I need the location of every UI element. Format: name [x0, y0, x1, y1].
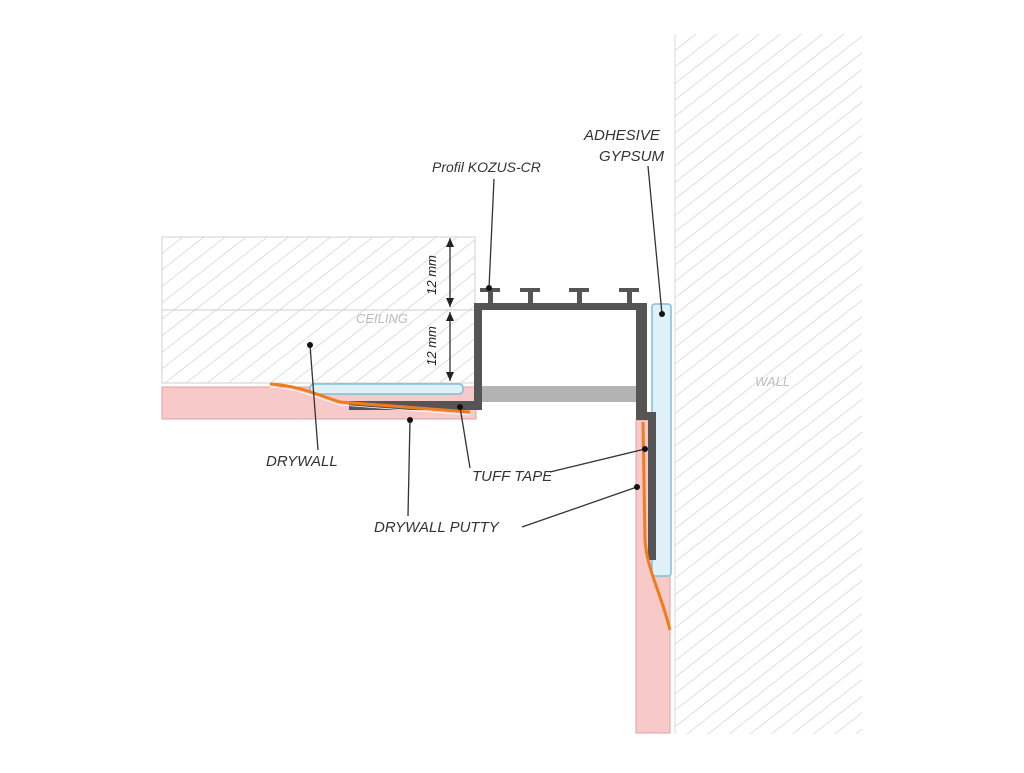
drywall-putty-wall: [641, 421, 672, 631]
drywall-putty-ceiling: [269, 382, 471, 414]
wall-block: [675, 34, 862, 734]
adhesive-gypsum-horizontal: [309, 383, 464, 395]
drywall-putty-label: DRYWALL PUTTY: [374, 519, 500, 536]
ceiling-label: CEILING: [356, 311, 408, 326]
drywall-label: DRYWALL: [266, 453, 338, 470]
dimension-label-lower: 12 mm: [424, 326, 439, 366]
profile-teeth: [480, 288, 639, 304]
wall-label: WALL: [755, 374, 790, 389]
profile-label: Profil KOZUS-CR: [432, 159, 541, 175]
drywall-putty-ceiling-outline: [269, 386, 471, 416]
dimension-label-upper: 12 mm: [424, 255, 439, 295]
adhesive-label-line2: GYPSUM: [599, 148, 665, 165]
leader-lines: [309, 165, 663, 528]
profile-gap-bar: [480, 386, 636, 402]
tuff-tape-label: TUFF TAPE: [472, 468, 553, 485]
dimension-markers: [446, 238, 454, 381]
leader-dots: [307, 285, 665, 490]
adhesive-label-line1: ADHESIVE: [583, 127, 661, 144]
